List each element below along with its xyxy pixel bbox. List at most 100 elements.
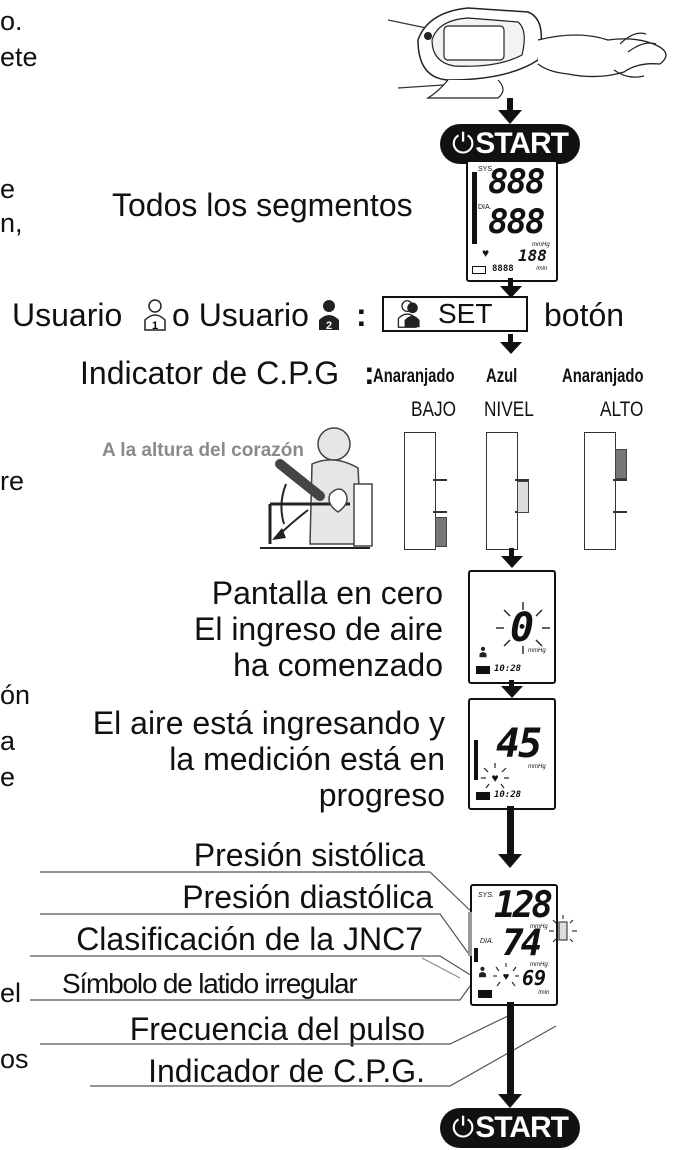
user-2-icon: 2: [319, 300, 339, 332]
level-bar-high: [584, 432, 627, 550]
boton-label: botón: [544, 297, 625, 333]
flow-arrow-head: [500, 342, 522, 354]
cpg-color-high: Anaranjado: [562, 366, 644, 387]
flow-arrow-head: [501, 686, 523, 698]
seg-tiny: 8888: [492, 264, 514, 274]
unit-tag: mmHg: [528, 764, 546, 770]
flow-arrow-head: [498, 110, 522, 124]
all-segments-label: Todos los segmentos: [112, 187, 413, 223]
set-button[interactable]: SET: [382, 296, 528, 332]
flow-arrow-head: [500, 286, 522, 298]
svg-text:2: 2: [326, 320, 332, 332]
label-irregular: Símbolo de latido irregular: [62, 968, 358, 999]
wrist-monitor-illustration: [388, 7, 667, 99]
cpg-color-low: Anaranjado: [373, 366, 455, 387]
seg-top: 888: [488, 162, 545, 202]
fragment-10: os: [0, 1044, 29, 1074]
flow-arrow-shaft: [509, 548, 514, 558]
battery-icon: [472, 266, 486, 274]
flow-arrow-shaft: [507, 1002, 514, 1096]
diastolic-value: 74: [502, 923, 542, 964]
label-jnc7: Clasificación de la JNC7: [76, 921, 423, 957]
irregular-heart-icon: ♥: [493, 963, 519, 987]
lcd-all-segments: SYS. 888 DIA. 888 mmHg ♥ 188 8888 /min: [466, 160, 558, 282]
flow-arrow-head: [501, 556, 523, 568]
fragment-7: a: [0, 726, 16, 756]
level-marker-high: [615, 449, 627, 479]
user-row-part2: o Usuario: [172, 297, 309, 333]
level-bar-mid: [486, 432, 529, 550]
level-marker-mid: [517, 481, 529, 513]
user-row-part1: Usuario: [12, 297, 123, 333]
svg-text:♥: ♥: [491, 771, 498, 785]
fragment-6: ón: [0, 680, 31, 710]
unit-tag: mmHg: [530, 924, 548, 930]
start-button-bottom[interactable]: ⏻START: [440, 1108, 580, 1148]
seg-small: 188: [518, 246, 547, 265]
unit-tag: mmHg: [532, 242, 550, 248]
level-high: ALTO: [600, 398, 644, 421]
battery-icon: [476, 666, 490, 674]
label-systolic: Presión sistólica: [193, 837, 425, 873]
zero-value: 0: [510, 605, 535, 651]
level-bar-low: [404, 432, 447, 550]
sys-tag: SYS.: [478, 892, 494, 899]
leader-lines: [30, 871, 557, 1087]
cpg-color-mid: Azul: [486, 366, 518, 387]
unit-tag: mmHg: [528, 648, 546, 654]
user-row-colon: :: [356, 297, 367, 333]
pulse-value: 69: [522, 966, 547, 990]
step-inflating-line1: El aire está ingresando y: [92, 705, 445, 741]
inflating-time: 10:28: [494, 790, 522, 800]
fragment-3: e: [0, 174, 16, 204]
level-mid: NIVEL: [484, 398, 534, 421]
fragment-8: e: [0, 762, 16, 792]
systolic-value: 128: [494, 885, 553, 926]
dia-tag: DIA.: [480, 938, 494, 945]
user-1-icon: [479, 966, 486, 978]
flow-arrow-shaft: [508, 334, 513, 344]
dia-tag: DIA.: [478, 204, 492, 211]
label-cpg: Indicador de C.P.G.: [148, 1053, 425, 1089]
power-icon: ⏻: [452, 1111, 474, 1143]
power-icon: ⏻: [452, 127, 474, 159]
set-label: SET: [438, 298, 493, 329]
person-arm-illustration: [260, 427, 373, 549]
step-zero-line1: Pantalla en cero: [211, 575, 443, 611]
heart-flash-icon: ♥: [481, 763, 509, 789]
step-zero-line3: ha comenzado: [233, 647, 443, 683]
start-label: START: [475, 1111, 569, 1144]
jnc7-bar: [468, 912, 472, 956]
label-diastolic: Presión diastólica: [182, 879, 433, 915]
inflating-value: 45: [496, 721, 542, 767]
zero-time: 10:28: [494, 664, 522, 674]
svg-text:♥: ♥: [503, 971, 510, 983]
bar-indicator: [472, 172, 477, 244]
battery-icon: [478, 990, 492, 998]
level-low: BAJO: [411, 398, 456, 421]
jnc7-bar-fill: [474, 948, 478, 962]
svg-text:1: 1: [152, 320, 158, 332]
user-icon: [397, 300, 420, 328]
heart-icon: ♥: [482, 246, 490, 260]
lcd-results: SYS. 128 mmHg DIA. 74 mmHg ♥ 69 /min: [468, 884, 558, 1006]
step-zero-line2: El ingreso de aire: [193, 611, 443, 647]
user-1-icon: [479, 646, 487, 658]
pulse-unit: /min: [538, 990, 550, 996]
step-inflating-line3: progreso: [318, 777, 445, 813]
user-1-icon: 1: [144, 299, 166, 332]
fragment-5: re: [0, 466, 25, 496]
bar-indicator: [474, 740, 478, 780]
lcd-zero: 0 mmHg 10:28: [468, 570, 556, 684]
start-button-top[interactable]: ⏻START: [440, 124, 580, 164]
fragment-4: n,: [0, 208, 23, 238]
step-inflating-line2: la medición está en: [169, 741, 445, 777]
cpg-flash-icon: [549, 915, 577, 943]
cpg-label: Indicator de C.P.G: [80, 355, 340, 391]
flow-arrow-shaft: [508, 278, 513, 288]
level-marker-low: [435, 517, 447, 547]
pulse-unit: /min: [536, 266, 548, 272]
fragment-1: o.: [0, 6, 23, 36]
unit-tag-2: mmHg: [530, 962, 548, 968]
label-pulse: Frecuencia del pulso: [129, 1011, 425, 1047]
